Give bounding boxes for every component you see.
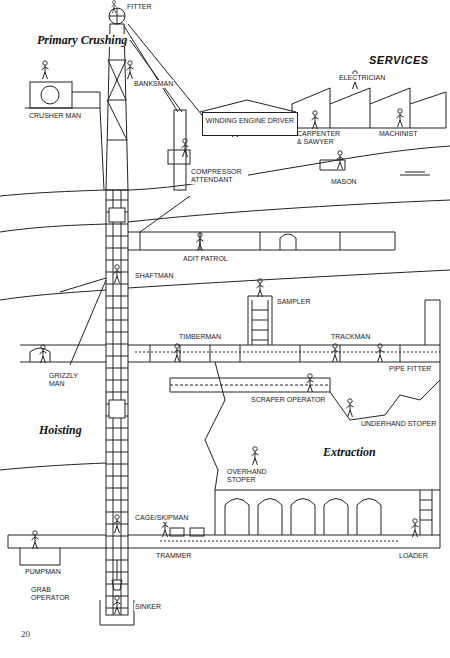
section-heading: Primary Crushing	[36, 34, 128, 47]
machinist: MACHINIST	[378, 130, 419, 138]
mason: MASON	[330, 178, 358, 186]
adit-patrol: ADIT PATROL	[182, 255, 229, 263]
engine-house: WINDING ENGINE DRIVER	[202, 112, 298, 136]
sampler: SAMPLER	[276, 298, 311, 306]
trackman: TRACKMAN	[330, 333, 371, 341]
underhand-stoper: UNDERHAND STOPER	[360, 420, 437, 428]
section-heading: Hoisting	[38, 424, 83, 437]
section-heading: Extraction	[322, 446, 377, 459]
electrician: ELECTRICIAN	[338, 74, 386, 82]
loader: LOADER	[398, 552, 429, 560]
sinker: SINKER	[134, 603, 162, 611]
fitter: FITTER	[126, 3, 153, 11]
cage-skipman: CAGE/SKIPMAN	[134, 514, 176, 522]
carpenter-sawyer: CARPENTER & SAWYER	[296, 130, 338, 146]
overhand-stoper: OVERHAND STOPER	[226, 468, 268, 484]
trammer: TRAMMER	[155, 552, 192, 560]
compressor-attendant: COMPRESSOR ATTENDANT	[190, 168, 248, 184]
section-heading: SERVICES	[368, 54, 430, 67]
timberman: TIMBERMAN	[178, 333, 222, 341]
page-number: 20	[20, 630, 31, 638]
grab-operator: GRAB OPERATOR	[30, 586, 72, 602]
crusher-man: CRUSHER MAN	[28, 112, 82, 120]
shaftman: SHAFTMAN	[134, 272, 175, 280]
winding-engine-driver: WINDING ENGINE DRIVER	[203, 117, 297, 125]
scraper-operator: SCRAPER OPERATOR	[250, 396, 326, 404]
pumpman: PUMPMAN	[24, 568, 62, 576]
grizzly-man: GRIZZLY MAN	[48, 372, 86, 388]
pipe-fitter: PIPE FITTER	[388, 365, 432, 373]
banksman: BANKSMAN	[133, 80, 174, 88]
